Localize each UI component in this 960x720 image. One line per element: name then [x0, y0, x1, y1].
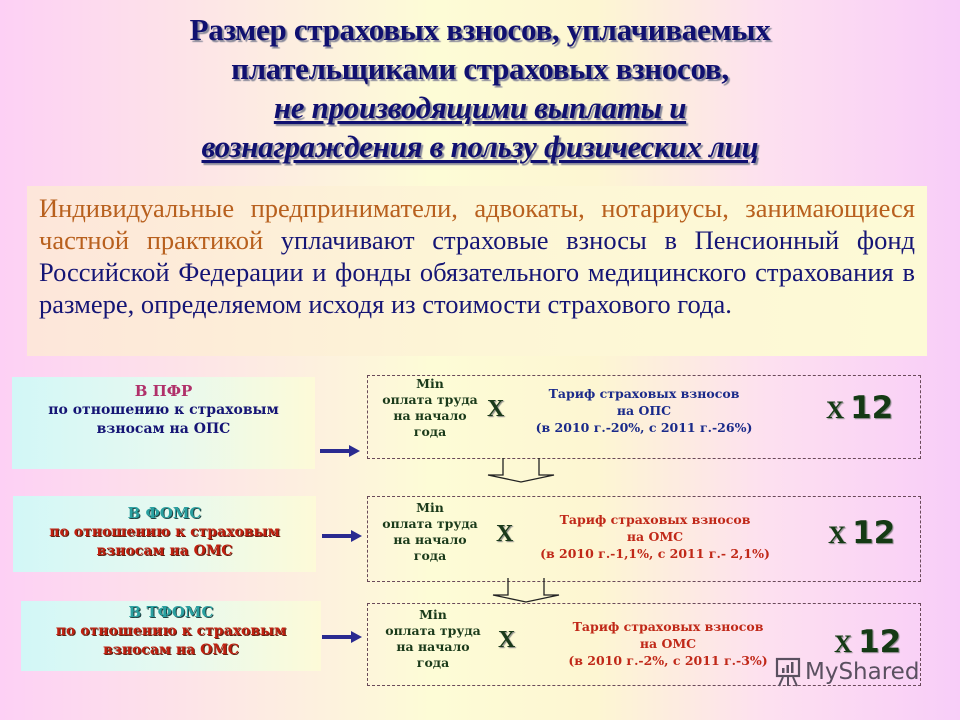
formula-box-pfr: Min оплата труда на начало года X Тариф … [367, 375, 921, 459]
watermark: MyShared [775, 657, 919, 687]
multiply-sign: X [487, 396, 505, 422]
multiply-sign: X [496, 521, 514, 547]
intro-rest: уплачивают страховые взносы в Пенсионный… [39, 225, 915, 319]
fund-box-pfr: В ПФР по отношению к страховым взносам н… [12, 377, 315, 469]
down-arrow-icon [487, 458, 555, 483]
fund-title: В ФОМС [127, 504, 202, 522]
title-line-2: плательщиками страховых взносов, [231, 51, 729, 86]
right-arrow-icon [322, 631, 362, 643]
watermark-text: MyShared [805, 659, 920, 685]
fund-desc-line-2: взносам на ОМС [96, 543, 233, 559]
title-line-3: не производящими выплаты и [273, 90, 687, 125]
min-wage-label: Min оплата труда на начало года [382, 376, 478, 439]
formula-box-tfoms: Min оплата труда на начало года X Тариф … [367, 603, 921, 686]
right-arrow-icon [322, 530, 362, 542]
min-wage-label: Min оплата труда на начало года [385, 607, 481, 670]
fund-title: В ПФР [134, 382, 193, 400]
fund-box-foms: В ФОМС по отношению к страховым взносам … [13, 496, 316, 572]
title-line-4: вознаграждения в пользу физических лиц [201, 129, 759, 164]
multiply-sign: X [498, 627, 516, 653]
right-arrow-icon [320, 445, 360, 457]
min-wage-label: Min оплата труда на начало года [382, 500, 478, 563]
fund-desc-line-1: по отношению к страховым [55, 623, 287, 639]
tariff-label: Тариф страховых взносов на ОПС (в 2010 г… [535, 386, 753, 435]
fund-title: В ТФОМС [128, 603, 214, 621]
presentation-board-icon [775, 657, 801, 687]
formula-box-foms: Min оплата труда на начало года X Тариф … [367, 496, 921, 582]
fund-desc-line-2: взносам на ОМС [103, 642, 239, 658]
slide-title: Размер страховых взносов, уплачиваемых п… [0, 10, 960, 166]
down-arrow-icon [492, 578, 560, 603]
fund-box-tfoms: В ТФОМС по отношению к страховым взносам… [21, 601, 321, 671]
intro-highlight: Индивидуальные предприниматели, адвокаты… [39, 193, 915, 255]
fund-desc-line-1: по отношению к страховым [48, 402, 279, 418]
title-line-1: Размер страховых взносов, уплачиваемых [189, 12, 771, 47]
tariff-label: Тариф страховых взносов на ОМС (в 2010 г… [568, 619, 768, 668]
intro-paragraph: Индивидуальные предприниматели, адвокаты… [27, 186, 927, 356]
fund-desc-line-1: по отношению к страховым [49, 524, 280, 540]
fund-desc-line-2: взносам на ОПС [96, 421, 231, 437]
tariff-label: Тариф страховых взносов на ОМС (в 2010 г… [540, 512, 770, 561]
